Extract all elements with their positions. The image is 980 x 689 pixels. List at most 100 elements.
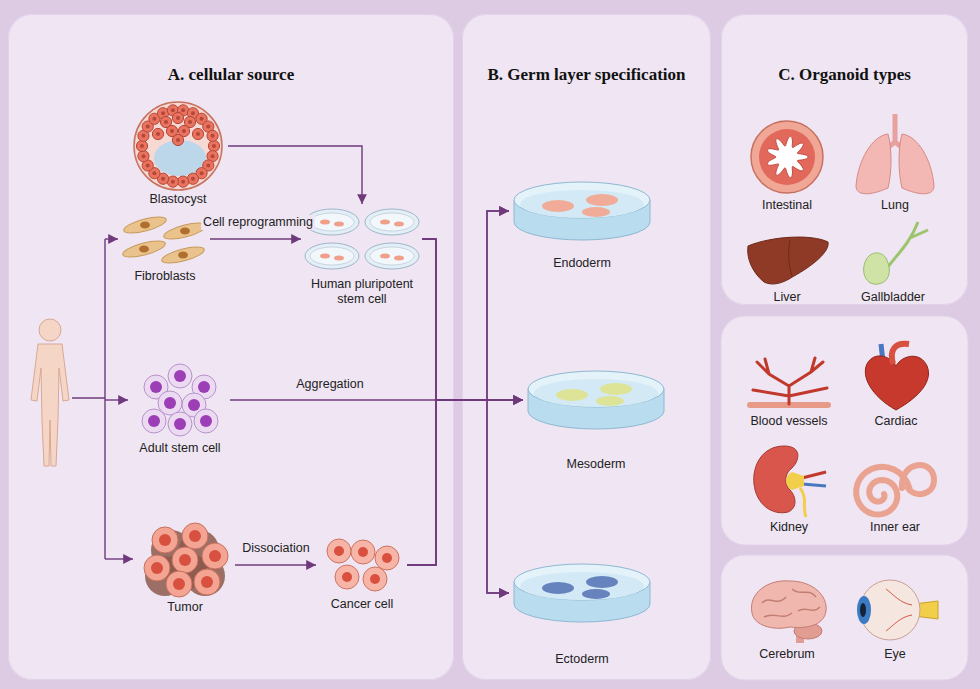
organ-item: Eye bbox=[850, 575, 940, 662]
illustration-part bbox=[394, 222, 404, 227]
cell-nucleus bbox=[179, 554, 191, 566]
illustration-part bbox=[380, 254, 390, 259]
item-label: Fibroblasts bbox=[120, 269, 210, 284]
flow-arrow bbox=[228, 146, 362, 204]
illustration-part bbox=[802, 484, 826, 486]
item-label: Eye bbox=[850, 647, 940, 662]
cell-nucleus bbox=[188, 399, 200, 411]
arrow-line bbox=[105, 399, 128, 400]
cell-body bbox=[208, 140, 219, 151]
cell-body bbox=[202, 543, 228, 569]
cell-nucleus bbox=[152, 117, 156, 121]
cell-body bbox=[136, 140, 147, 151]
item-label: Mesoderm bbox=[524, 457, 668, 472]
cell-colony bbox=[582, 207, 610, 217]
cell-body bbox=[335, 565, 359, 589]
panel-heading: A. cellular source bbox=[8, 65, 454, 85]
germ-layer-panel: B. Germ layer specificationEndodermMesod… bbox=[462, 14, 711, 680]
flow-arrow bbox=[407, 211, 509, 565]
flow-arrow bbox=[407, 400, 509, 593]
panel-heading: B. Germ layer specification bbox=[462, 65, 711, 85]
illustration-part bbox=[31, 344, 69, 466]
cell-body bbox=[166, 571, 192, 597]
illustration-part bbox=[305, 243, 359, 269]
intestine-icon bbox=[742, 118, 832, 196]
illustration-part bbox=[789, 240, 792, 276]
illustration-part bbox=[320, 254, 330, 259]
cell-nucleus bbox=[196, 132, 200, 136]
cell-nucleus bbox=[146, 163, 150, 167]
illustration-part bbox=[365, 209, 419, 235]
cell-body bbox=[172, 547, 198, 573]
human-figure bbox=[31, 319, 69, 466]
organ-item: Ectoderm bbox=[510, 558, 654, 667]
cell-body bbox=[178, 176, 189, 187]
flow-arrow bbox=[407, 400, 523, 565]
organ-item: Inner ear bbox=[850, 452, 940, 535]
cell-nucleus bbox=[156, 132, 160, 136]
illustration-part bbox=[310, 213, 354, 231]
cell-body bbox=[152, 128, 163, 139]
cell-nucleus bbox=[209, 550, 221, 562]
cell-nucleus bbox=[152, 171, 156, 175]
cell-body bbox=[144, 555, 170, 581]
petri-dish bbox=[510, 176, 654, 246]
cell-colony bbox=[582, 589, 610, 599]
cell-nucleus bbox=[200, 415, 212, 427]
blood-vessel-icon bbox=[739, 356, 839, 410]
flow-arrow bbox=[210, 238, 301, 239]
illustration-part bbox=[860, 603, 866, 617]
illustration-part bbox=[520, 190, 644, 218]
illustration-part bbox=[899, 134, 934, 194]
adult-stem-cell-icon bbox=[130, 363, 230, 437]
illustration-part bbox=[140, 222, 150, 229]
illustration-part bbox=[534, 379, 658, 407]
intestine-section bbox=[751, 121, 823, 193]
cell-body bbox=[172, 134, 183, 145]
illustration-part bbox=[365, 243, 419, 269]
cell-body bbox=[194, 409, 218, 433]
flow-arrow bbox=[235, 564, 316, 565]
item-label: Endoderm bbox=[510, 256, 654, 271]
cell-nucleus bbox=[146, 125, 150, 129]
illustration-part bbox=[748, 237, 828, 284]
illustration-part bbox=[370, 247, 414, 265]
stem-cell-dishes bbox=[302, 205, 422, 273]
source-panel: A. cellular sourceBlastocystFibroblastsH… bbox=[8, 14, 454, 680]
cell-body bbox=[138, 151, 149, 162]
cell-nucleus bbox=[211, 154, 215, 158]
cell-nucleus bbox=[191, 111, 195, 115]
cell-nucleus bbox=[173, 578, 185, 590]
illustration-part bbox=[514, 182, 650, 218]
panel-heading: C. Organoid types bbox=[721, 65, 968, 85]
cell-nucleus bbox=[161, 111, 165, 115]
cell-colony bbox=[586, 576, 618, 588]
arrow-line bbox=[104, 239, 105, 559]
kidney-icon bbox=[744, 442, 834, 518]
organ-item: Liver bbox=[742, 232, 832, 305]
tumor-icon bbox=[135, 520, 235, 598]
cell-body bbox=[182, 523, 208, 549]
cell-nucleus bbox=[151, 562, 163, 574]
item-label: Blastocyst bbox=[128, 192, 228, 207]
organ-item: Gallbladder bbox=[848, 218, 938, 305]
illustration-part bbox=[160, 244, 206, 267]
illustration-part bbox=[121, 238, 167, 261]
edge-label: Aggregation bbox=[294, 377, 365, 392]
cell-colony bbox=[542, 200, 574, 212]
cell-nucleus bbox=[176, 116, 180, 120]
arrow-line bbox=[105, 238, 118, 239]
illustration-part bbox=[134, 102, 222, 190]
illustration-part bbox=[180, 228, 190, 235]
heart-icon bbox=[851, 340, 941, 412]
cell-nucleus bbox=[382, 553, 392, 563]
illustration-part bbox=[759, 129, 815, 185]
cell-body bbox=[207, 130, 218, 141]
organ-item: Intestinal bbox=[742, 118, 832, 213]
organoid-panel bbox=[721, 316, 968, 545]
cell-body bbox=[363, 567, 387, 591]
illustration-part bbox=[334, 222, 344, 227]
illustration-part bbox=[528, 371, 664, 407]
cell-nucleus bbox=[174, 370, 186, 382]
